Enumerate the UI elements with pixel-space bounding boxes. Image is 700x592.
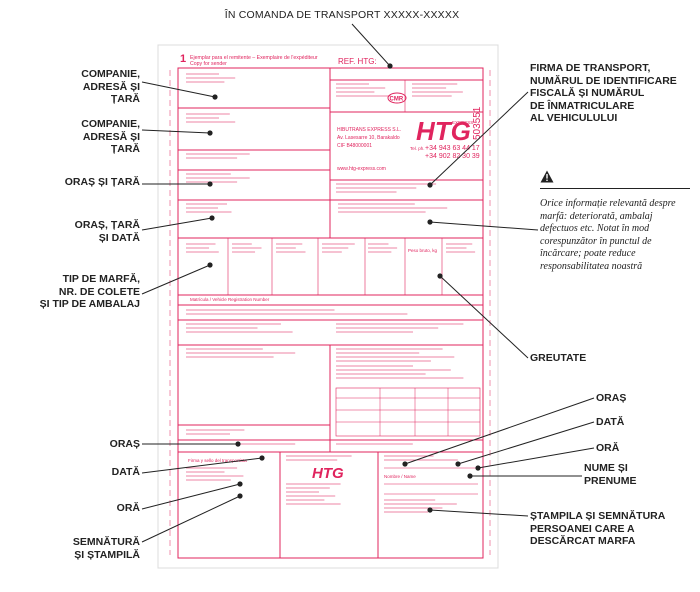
- company-line-3: CIF B48000001: [337, 143, 372, 149]
- sign-box-label: Firma y sello del transportista: [188, 458, 247, 463]
- cmr-badge: [387, 92, 407, 104]
- right-label-weight: GREUTATE: [530, 352, 587, 364]
- leader-line-signature: [141, 495, 241, 543]
- left-label-loading-place: ORAȘ, ȚARĂ ȘI DATĂ: [74, 219, 140, 244]
- leader-dot-r-time: [475, 465, 481, 471]
- leader-line-consignee-company: [141, 129, 211, 134]
- leader-dot-signature: [237, 493, 243, 499]
- form-serial: 503551: [472, 106, 483, 140]
- weight-box-label: Peso bruto, kg: [408, 248, 438, 253]
- leader-dot-carrier: [427, 182, 433, 188]
- leader-dot-consignee-company: [207, 130, 213, 136]
- left-label-city: ORAȘ: [109, 438, 140, 450]
- form-copy-title: Ejemplar para el remitente – Exemplaire …: [190, 55, 318, 61]
- leader-dot-note: [427, 219, 433, 225]
- leader-line-carrier: [429, 91, 529, 186]
- htg-logo-tag: EXPRESS: [452, 120, 473, 125]
- leader-dot-r-stamp: [427, 507, 433, 513]
- left-label-signature: SEMNĂTURĂ ȘI ȘTAMPILĂ: [72, 536, 140, 561]
- htg-logo: HTG: [416, 116, 471, 146]
- charges-grid: [335, 387, 481, 437]
- leader-line-r-city: [404, 397, 595, 465]
- leader-line-weight: [439, 275, 529, 359]
- leader-dot-goods: [207, 262, 213, 268]
- leader-dot-r-name: [467, 473, 473, 479]
- consignee-name-label: Nombre / Name: [384, 474, 416, 479]
- left-label-time: ORĂ: [116, 502, 140, 514]
- warning-divider: [540, 188, 690, 189]
- warning-icon: [540, 170, 690, 188]
- company-line-4: www.htg-express.com: [337, 166, 386, 172]
- right-label-name: NUME ȘI PRENUME: [584, 462, 637, 487]
- left-label-goods: TIP DE MARFĂ, NR. DE COLETE ȘI TIP DE AM…: [39, 273, 140, 310]
- cmr-badge-text: CMR: [390, 97, 404, 103]
- leader-line-sender-company: [141, 81, 216, 98]
- form-sheet: [157, 44, 499, 569]
- annotation-leaders: [141, 23, 595, 543]
- phone-label: Tel. ph.: [410, 146, 425, 151]
- form-ref-label: REF. HTG:: [338, 57, 377, 66]
- vehicle-row-label: Matrícula / Vehicle Registration Number: [190, 297, 270, 302]
- leader-dot-weight: [437, 273, 443, 279]
- leader-dot-header: [387, 63, 393, 69]
- right-label-city: ORAȘ: [596, 392, 627, 404]
- phone-2: +34 902 82 30 39: [425, 153, 480, 160]
- bottom-htg-logo: HTG: [312, 465, 344, 482]
- left-label-delivery-place: ORAȘ ȘI ȚARĂ: [64, 176, 140, 188]
- form-copy-subtitle: Copy for sender: [190, 61, 227, 67]
- phone-1: +34 943 63 44 17: [425, 145, 480, 152]
- leader-line-note: [429, 221, 539, 231]
- leader-dot-time: [237, 481, 243, 487]
- leader-line-goods: [141, 264, 211, 295]
- leader-dot-r-city: [402, 461, 408, 467]
- right-label-unloader-stamp: ȘTAMPILA ȘI SEMNĂTURA PERSOANEI CARE A D…: [530, 510, 666, 547]
- leader-dot-r-date: [455, 461, 461, 467]
- warning-triangle-icon: [540, 170, 554, 183]
- warning-note: Orice informație relevantă despre marfă:…: [540, 198, 676, 272]
- leader-line-time: [141, 483, 241, 510]
- form-copy-number: 1: [180, 53, 186, 65]
- leader-line-header: [351, 23, 391, 67]
- leader-dot-sender-company: [212, 94, 218, 100]
- leader-line-loading-place: [141, 217, 213, 231]
- left-label-date: DATĂ: [111, 466, 140, 478]
- leader-line-r-time: [477, 447, 595, 469]
- right-label-time: ORĂ: [596, 442, 620, 454]
- leader-line-date: [141, 457, 263, 474]
- right-label-carrier: FIRMA DE TRANSPORT, NUMĂRUL DE IDENTIFIC…: [530, 62, 677, 124]
- cmr-form: 1 Ejemplar para el remitente – Exemplair…: [157, 44, 499, 569]
- leader-dot-date: [259, 455, 265, 461]
- leader-line-r-date: [457, 421, 595, 465]
- company-line-1: HIBUTRANS EXPRESS S.L.: [337, 127, 401, 133]
- leader-line-r-stamp: [429, 509, 529, 517]
- right-label-date: DATĂ: [596, 416, 625, 428]
- left-label-sender-company: COMPANIE, ADRESĂ ȘI ȚARĂ: [81, 68, 140, 105]
- leader-dot-city: [235, 441, 241, 447]
- company-line-2: Av. Lasesarre 10, Barakaldo: [337, 135, 400, 141]
- leader-dot-delivery-place: [207, 181, 213, 187]
- left-label-consignee-company: COMPANIE, ADRESĂ ȘI ȚARĂ: [81, 118, 140, 155]
- header-annotation-label: ÎN COMANDA DE TRANSPORT XXXXX-XXXXX: [224, 9, 460, 21]
- leader-dot-loading-place: [209, 215, 215, 221]
